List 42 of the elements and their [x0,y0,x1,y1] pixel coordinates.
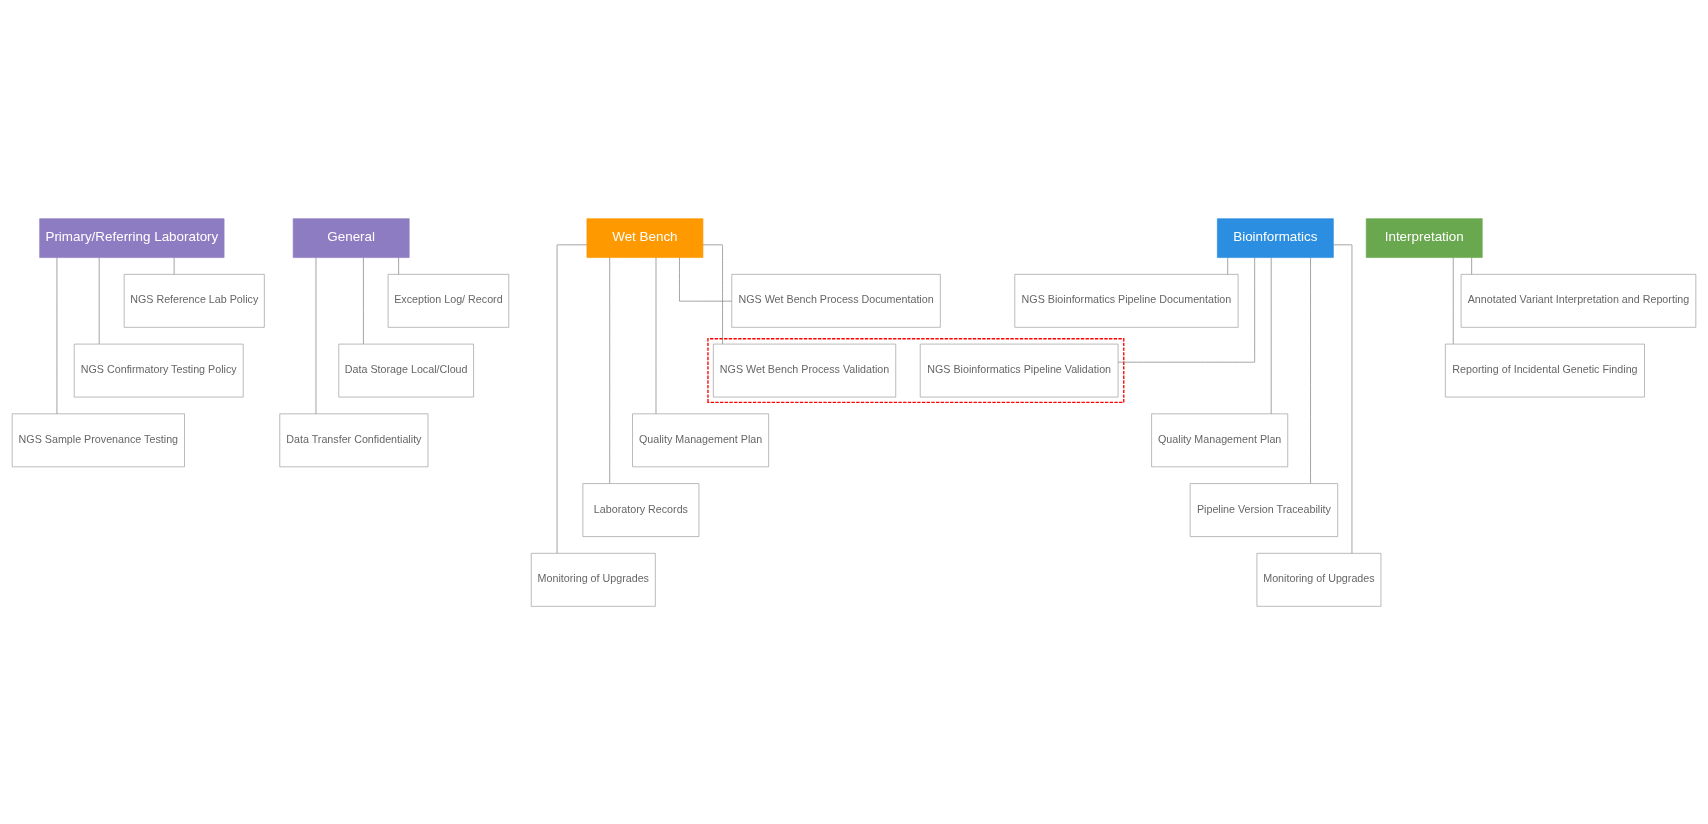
node-box: Laboratory Records [582,482,700,537]
connector [1310,256,1311,484]
connector [56,256,58,414]
node-box: Exception Log/ Record [387,273,510,328]
node-box: Interpretation [1365,217,1483,258]
node-box: NGS Bioinformatics Pipeline Documentation [1014,273,1239,328]
node-box: Wet Bench [586,217,704,258]
node-box: NGS Wet Bench Process Validation [713,343,897,397]
connector [98,256,100,344]
connector [1270,256,1272,414]
node-box: NGS Reference Lab Policy [123,273,265,328]
connector [173,256,175,275]
connector [1117,256,1255,363]
node-box: Annotated Variant Interpretation and Reporting [1460,273,1697,328]
node-box: Primary/Referring Laboratory [39,217,225,258]
connector [556,244,588,554]
connector [363,256,364,344]
connector [1452,256,1454,344]
connector [655,256,657,414]
node-box: Pipeline Version Traceability [1189,482,1339,537]
node-box: Quality Management Plan [1151,413,1289,467]
node-box: NGS Confirmatory Testing Policy [73,343,244,397]
connector [1471,256,1472,275]
connector [398,256,399,275]
node-box: Bioinformatics [1217,217,1334,258]
node-box: Data Storage Local/Cloud [338,343,474,397]
node-box: Monitoring of Upgrades [530,552,656,607]
node-box: General [292,217,410,258]
connector [702,244,723,344]
connector [1333,244,1353,554]
connector [609,256,611,484]
node-box: NGS Wet Bench Process Documentation [731,273,941,328]
connector [315,256,317,414]
node-box: NGS Sample Provenance Testing [11,413,185,467]
node-box: Quality Management Plan [632,413,769,467]
node-box: Data Transfer Confidentiality [279,413,429,467]
connector [1227,256,1229,275]
node-box: Monitoring of Upgrades [1256,552,1382,607]
cluster [707,337,1125,403]
node-box: NGS Bioinformatics Pipeline Validation [919,343,1119,397]
connector [679,256,732,301]
node-box: Reporting of Incidental Genetic Finding [1445,343,1645,397]
